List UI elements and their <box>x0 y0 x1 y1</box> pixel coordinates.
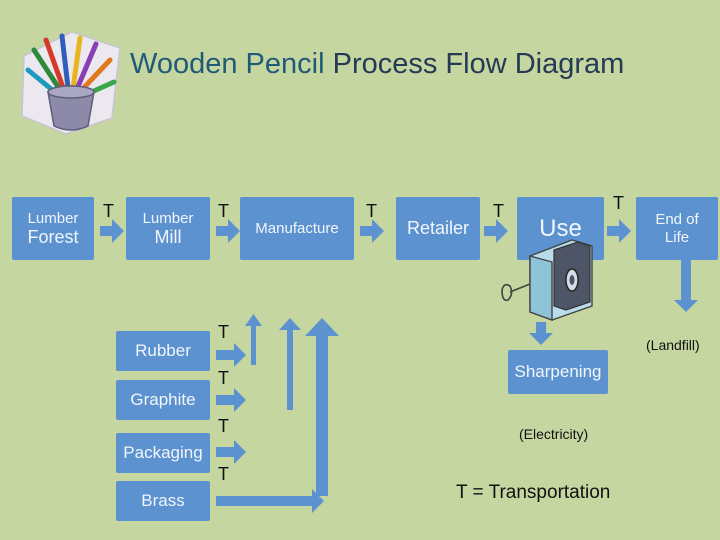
graphite-node: Graphite <box>116 380 210 420</box>
lumber-forest-node: Lumber Forest <box>12 197 94 260</box>
pencil-cup-icon <box>14 26 126 138</box>
transport-marker-rubber: T <box>218 322 229 342</box>
transportation-legend: T = Transportation <box>456 482 611 503</box>
manufacture-node: Manufacture <box>240 197 354 260</box>
transport-marker-forest-mill: T <box>103 201 114 221</box>
arrow-graphite <box>216 388 246 412</box>
transport-marker-graphite: T <box>218 368 229 388</box>
arrow-manufacture-to-retailer <box>360 219 384 243</box>
arrow-brass <box>216 489 324 513</box>
end-of-life-node: End of Life <box>636 197 718 260</box>
arrow-to-landfill <box>674 258 698 312</box>
arrow-use-to-end <box>607 219 631 243</box>
arrow-retailer-to-use <box>484 219 508 243</box>
brass-node: Brass <box>116 481 210 521</box>
arrow-up-rubber <box>245 314 262 365</box>
transport-marker-use-end: T <box>613 193 624 213</box>
electric-sharpener-icon <box>500 236 600 324</box>
sharpening-node: Sharpening <box>508 350 608 394</box>
arrow-mill-to-manufacture <box>216 219 240 243</box>
arrow-use-to-sharpening <box>529 322 553 345</box>
arrow-rubber <box>216 343 246 367</box>
transport-marker-brass: T <box>218 464 229 484</box>
transport-marker-packaging: T <box>218 416 229 436</box>
electricity-label: (Electricity) <box>519 426 589 442</box>
lumber-mill-node: Lumber Mill <box>126 197 210 260</box>
arrow-up-graphite <box>279 318 301 410</box>
landfill-label: (Landfill) <box>646 337 700 353</box>
retailer-node: Retailer <box>396 197 480 260</box>
arrow-forest-to-mill <box>100 219 124 243</box>
arrow-up-packaging <box>305 318 339 496</box>
packaging-node: Packaging <box>116 433 210 473</box>
transport-marker-retailer-use: T <box>493 201 504 221</box>
arrow-packaging <box>216 440 246 464</box>
transport-marker-mill-manufacture: T <box>218 201 229 221</box>
page-title: Wooden Pencil Process Flow Diagram <box>130 48 625 80</box>
transport-marker-manufacture-retailer: T <box>366 201 377 221</box>
rubber-node: Rubber <box>116 331 210 371</box>
